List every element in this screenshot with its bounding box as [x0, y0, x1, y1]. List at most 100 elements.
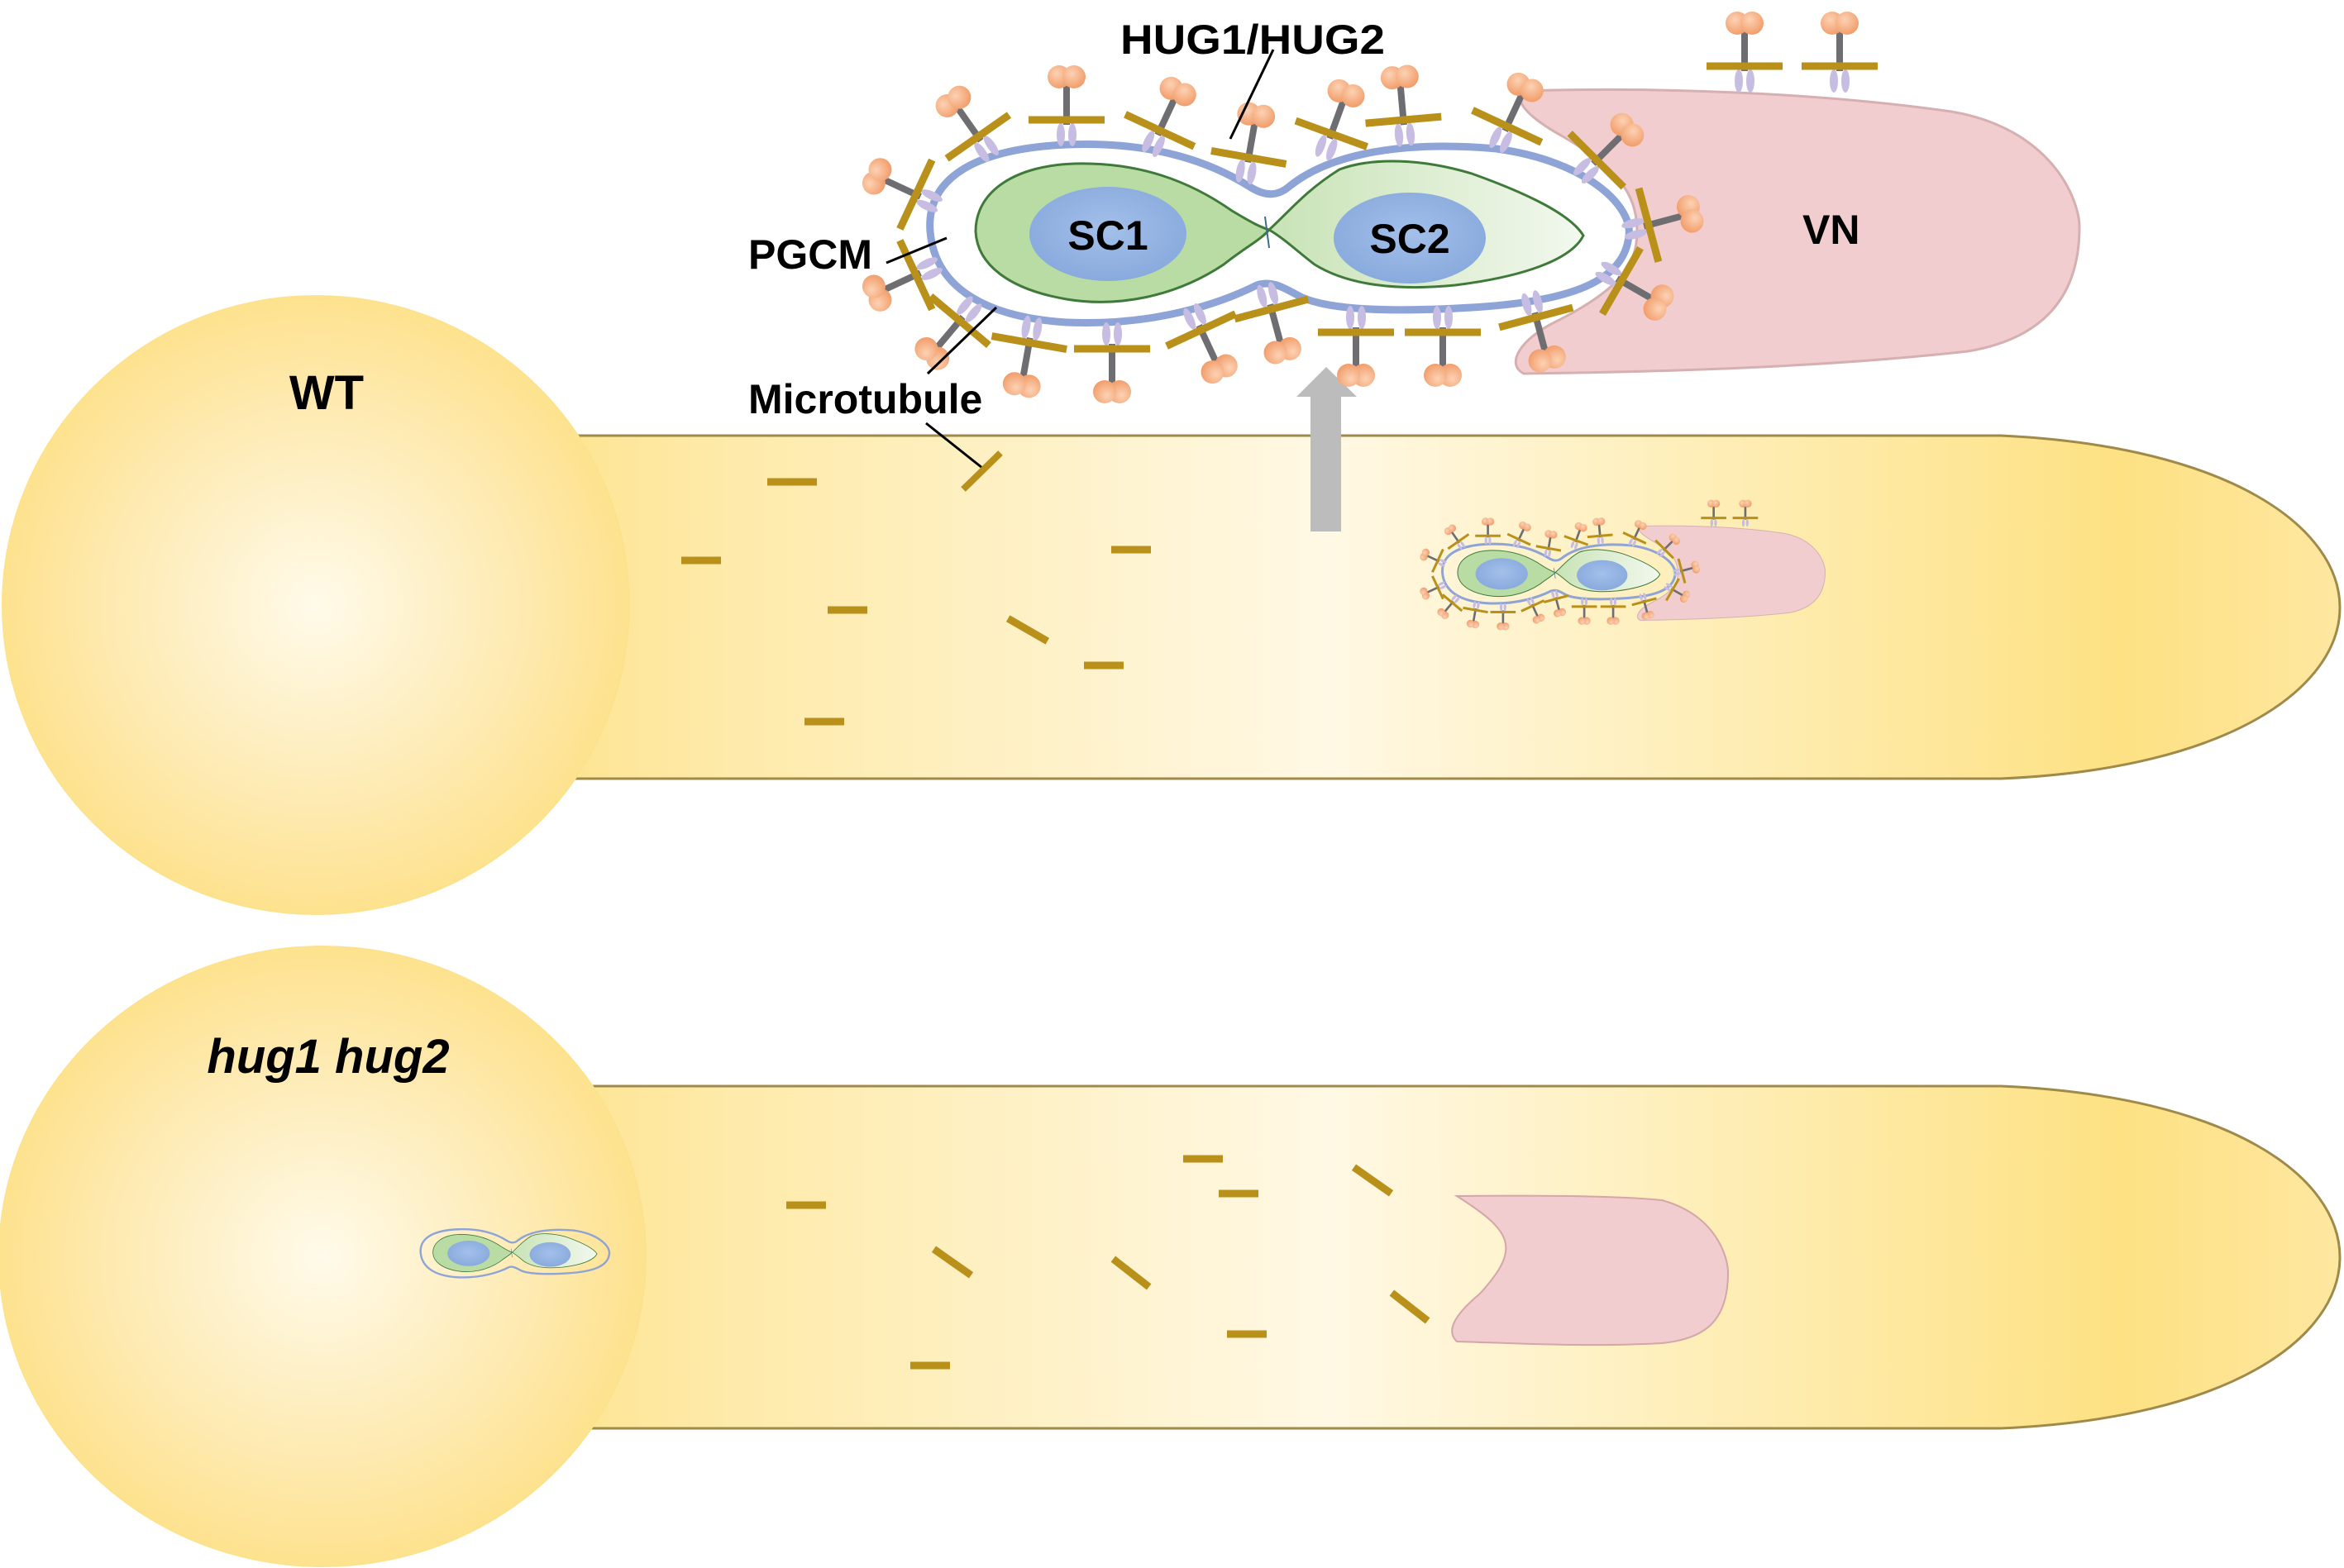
hug-base — [1521, 293, 1532, 316]
hug-base — [1433, 306, 1441, 329]
hug-base — [1554, 589, 1559, 598]
hug-base — [1460, 541, 1466, 548]
hug-base — [1114, 322, 1122, 346]
hug-base — [1673, 568, 1681, 572]
hug-head — [1486, 517, 1495, 526]
hug-protein — [914, 293, 991, 370]
pgcm-label: PGCM — [748, 231, 872, 278]
hug-base — [1628, 538, 1633, 546]
hug-protein — [1444, 524, 1470, 550]
microtubule — [1431, 575, 1444, 600]
hug-head — [914, 337, 938, 361]
hug-head — [1523, 523, 1531, 531]
hug-protein — [1654, 533, 1681, 560]
microtubule — [1599, 245, 1644, 317]
hug-base — [1581, 598, 1584, 606]
hug-protein — [1673, 558, 1701, 584]
hug-base — [1597, 536, 1601, 546]
hug-head — [1252, 104, 1276, 128]
cell-junction — [1554, 568, 1556, 579]
microtubule — [1506, 532, 1531, 546]
microtubule-pointer — [961, 450, 1003, 492]
hug-base — [1595, 271, 1616, 286]
hug-base — [1551, 590, 1555, 598]
hug-base — [1643, 592, 1647, 600]
hug-base — [1656, 548, 1663, 555]
hug-protein — [1420, 548, 1447, 573]
hug-base — [1315, 135, 1327, 157]
hug-protein — [1124, 76, 1196, 157]
hug-head — [1554, 609, 1562, 617]
hug-head — [1424, 364, 1447, 387]
hug-base — [1247, 161, 1257, 185]
hug-base — [974, 142, 990, 163]
hug-head — [1448, 524, 1457, 532]
hug-head — [1337, 364, 1360, 387]
hug-head — [1437, 608, 1445, 617]
hug-base — [1830, 69, 1838, 93]
hug-head — [1672, 536, 1681, 546]
hug-base — [1632, 540, 1637, 547]
hug-base — [1601, 536, 1604, 545]
hug-base — [1394, 123, 1404, 147]
wt-pollen-grain — [2, 295, 630, 915]
hug-base — [1581, 165, 1599, 183]
vn-hug-proteins — [1707, 12, 1878, 93]
hug-base — [1745, 518, 1749, 527]
microtubule — [1563, 535, 1589, 546]
hug-base — [1454, 597, 1460, 603]
hug-base — [1267, 282, 1278, 305]
hug-protein — [1498, 290, 1574, 373]
microtubule — [1441, 593, 1463, 612]
hug-protein — [1420, 575, 1447, 600]
hug-base — [1746, 69, 1754, 93]
hug-protein — [1365, 64, 1442, 147]
hug-head — [1621, 123, 1645, 147]
hug-base — [1570, 541, 1575, 549]
sc2-nucleus — [1334, 193, 1486, 284]
hug-head — [1740, 12, 1764, 35]
hug-protein — [1463, 601, 1488, 629]
hug-base — [1438, 581, 1445, 586]
hug-base — [1548, 550, 1551, 558]
hug-protein — [1475, 517, 1501, 545]
microtubule — [1677, 558, 1687, 584]
hug-base — [1544, 549, 1548, 557]
hug-base — [1530, 597, 1535, 604]
mutant-panel: hug1 hug2 — [0, 946, 2342, 1567]
hug-protein — [1701, 499, 1726, 527]
hug-base — [1439, 584, 1447, 589]
hug-protein — [1234, 282, 1310, 365]
hug-protein — [1600, 598, 1626, 625]
hug-base — [1659, 550, 1666, 557]
hug-base — [1325, 138, 1338, 161]
hug-base — [1473, 601, 1477, 609]
microtubule — [1654, 539, 1674, 560]
hug-base — [1526, 598, 1531, 606]
hug-base — [1142, 131, 1155, 153]
mutant-germ-unit — [419, 1227, 611, 1279]
microtubule — [1587, 533, 1613, 539]
hug-head — [1680, 209, 1704, 233]
microtubule-leader-line-top — [926, 306, 998, 375]
hug-base — [1573, 158, 1592, 176]
hug-base — [1610, 598, 1613, 606]
hug-protein — [1621, 187, 1704, 263]
sc1-nucleus — [447, 1241, 490, 1266]
hug-base — [1193, 303, 1206, 325]
hug-protein — [1595, 245, 1674, 321]
hug-base — [1068, 123, 1077, 146]
hug-base — [1741, 518, 1745, 527]
hug-protein — [1294, 79, 1369, 161]
hug-head — [1093, 380, 1116, 403]
hug-head — [1532, 616, 1541, 624]
hug-head — [1341, 84, 1365, 108]
sc1-label: SC1 — [1067, 212, 1148, 259]
hug-head — [1579, 523, 1587, 532]
hug-head — [1549, 531, 1558, 539]
microtubule — [1665, 578, 1680, 602]
microtubule — [1005, 615, 1050, 645]
